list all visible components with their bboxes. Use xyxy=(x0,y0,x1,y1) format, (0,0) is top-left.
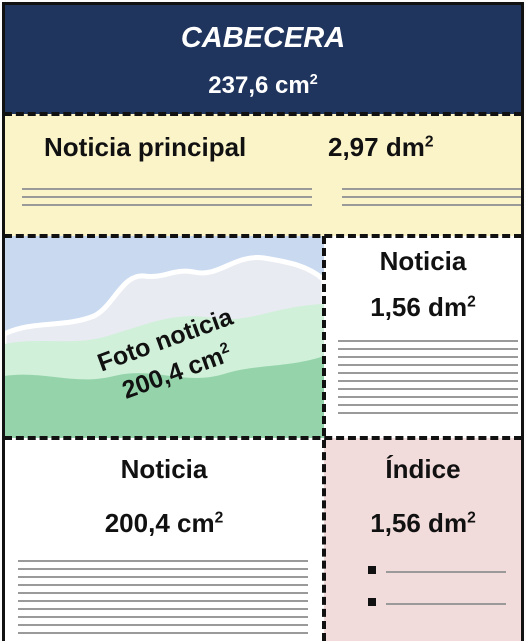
noticia-inferior-block: Noticia 200,4 cm2 xyxy=(4,438,324,641)
indice-area-value: 1,56 dm xyxy=(370,508,468,538)
noticia-inferior-text-lines xyxy=(18,560,308,640)
noticia-principal-title: Noticia principal xyxy=(44,132,247,162)
separator-middle xyxy=(4,436,522,440)
foto-noticia-block: Foto noticia 200,4 cm2 xyxy=(4,236,324,438)
landscape-image xyxy=(4,255,324,438)
noticia-inferior-area-exp: 2 xyxy=(214,509,224,527)
cabecera-area-value: 237,6 cm xyxy=(208,72,310,99)
indice-line-1 xyxy=(386,571,506,573)
indice-area-exp: 2 xyxy=(467,509,476,527)
noticia-principal-block: Noticia principal 2,97 dm2 xyxy=(4,114,522,236)
separator-principal xyxy=(4,234,522,238)
noticia-inferior-area-value: 200,4 cm xyxy=(104,508,215,538)
indice-bullet-2 xyxy=(368,598,376,606)
noticia-principal-area-exp: 2 xyxy=(424,133,434,151)
noticia-derecha-area-exp: 2 xyxy=(467,293,476,311)
cabecera-area: 237,6 cm2 xyxy=(4,72,522,100)
noticia-inferior-area: 200,4 cm2 xyxy=(4,508,324,539)
hill-front xyxy=(4,356,324,438)
noticia-principal-area: 2,97 dm2 xyxy=(328,132,434,163)
noticia-derecha-area-value: 1,56 dm xyxy=(370,292,468,322)
indice-area: 1,56 dm2 xyxy=(324,508,522,539)
noticia-derecha-block: Noticia 1,56 dm2 xyxy=(324,236,522,438)
noticia-principal-text-lines-left xyxy=(22,188,312,212)
noticia-derecha-title: Noticia xyxy=(379,246,467,276)
noticia-inferior-title: Noticia xyxy=(120,454,208,484)
separator-header xyxy=(4,112,522,116)
indice-title: Índice xyxy=(385,454,461,484)
separator-vertical-bottom xyxy=(322,440,326,641)
noticia-principal-area-value: 2,97 dm xyxy=(328,132,425,162)
noticia-derecha-area: 1,56 dm2 xyxy=(324,292,522,323)
noticia-principal-text-lines-right xyxy=(342,188,522,212)
cabecera-area-exp: 2 xyxy=(309,72,318,88)
cabecera-block: CABECERA 237,6 cm2 xyxy=(4,4,522,114)
separator-vertical-middle xyxy=(322,236,326,436)
noticia-derecha-text-lines xyxy=(338,340,518,420)
indice-block: Índice 1,56 dm2 xyxy=(324,438,522,641)
indice-line-2 xyxy=(386,603,506,605)
cabecera-title: CABECERA xyxy=(180,22,346,54)
indice-bullet-1 xyxy=(368,566,376,574)
